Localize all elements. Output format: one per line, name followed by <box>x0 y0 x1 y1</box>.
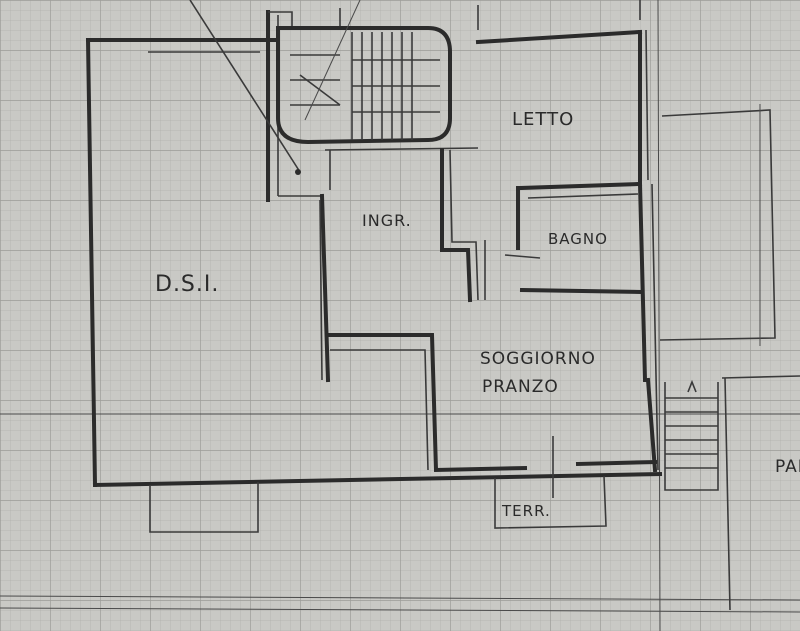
label-ingresso: INGR. <box>362 211 412 230</box>
exterior-stair <box>659 104 800 611</box>
apartment-walls <box>319 29 659 498</box>
terrace <box>494 475 607 529</box>
label-dsi: D.S.I. <box>155 272 219 297</box>
label-soggiorno: SOGGIORNO <box>480 349 596 369</box>
stair-block <box>189 0 479 202</box>
label-letto: LETTO <box>512 109 574 130</box>
label-parcheggio-partial: PAR <box>775 457 800 477</box>
label-pranzo: PRANZO <box>482 377 559 397</box>
dsi-block <box>85 37 663 533</box>
label-terrazzo: TERR. <box>501 502 551 520</box>
label-bagno: BAGNO <box>548 230 608 248</box>
